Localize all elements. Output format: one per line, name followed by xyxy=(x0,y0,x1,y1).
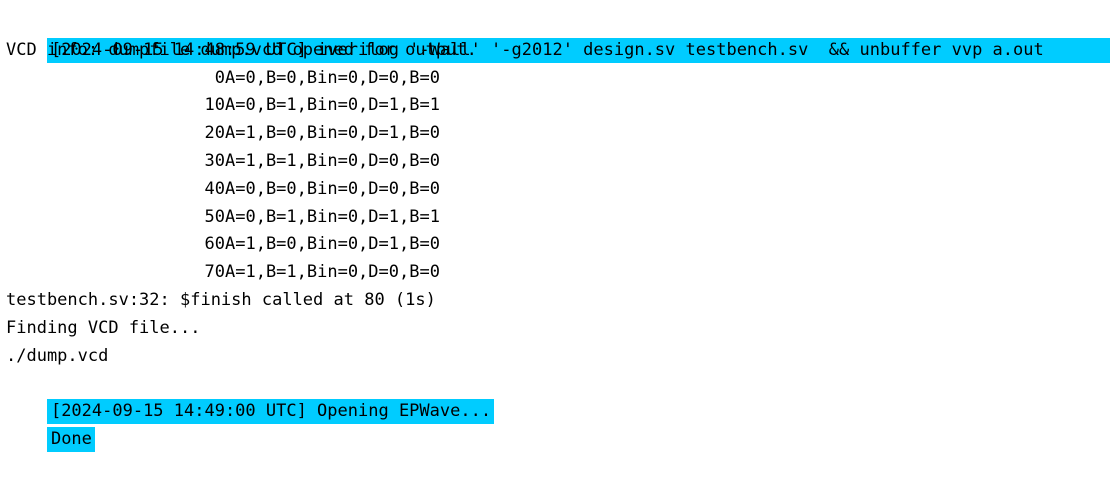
sim-output-row: 0A=0,B=0,Bin=0,D=0,B=0 xyxy=(6,65,1106,93)
done-banner: Done xyxy=(46,426,95,452)
vcd-info-line: VCD info: dumpfile dump.vcd opened for o… xyxy=(6,39,477,60)
command-banner: [2024-09-15 14:48:59 UTC] iverilog '-Wal… xyxy=(46,37,1110,63)
sim-time: 10 xyxy=(204,95,225,116)
sim-time: 40 xyxy=(204,178,225,199)
finish-line: testbench.sv:32: $finish called at 80 (1… xyxy=(6,289,436,310)
sim-values: A=1,B=1,Bin=0,D=0,B=0 xyxy=(225,150,440,171)
command-line: [2024-09-15 14:48:59 UTC] iverilog '-Wal… xyxy=(6,9,1110,63)
sim-output-row: 20A=1,B=0,Bin=0,D=1,B=0 xyxy=(6,120,1106,148)
sim-values: A=0,B=0,Bin=0,D=0,B=0 xyxy=(225,178,440,199)
sim-output-row: 40A=0,B=0,Bin=0,D=0,B=0 xyxy=(6,176,1106,204)
sim-output-row: 60A=1,B=0,Bin=0,D=1,B=0 xyxy=(6,231,1106,259)
sim-time: 50 xyxy=(204,206,225,227)
sim-values: A=1,B=0,Bin=0,D=1,B=0 xyxy=(225,234,440,255)
epwave-line: [2024-09-15 14:49:00 UTC] Opening EPWave… xyxy=(6,370,1106,425)
sim-values: A=1,B=0,Bin=0,D=1,B=0 xyxy=(225,123,440,144)
sim-values: A=0,B=1,Bin=0,D=1,B=1 xyxy=(225,206,440,227)
sim-output-row: 10A=0,B=1,Bin=0,D=1,B=1 xyxy=(6,92,1106,120)
sim-output-row: 50A=0,B=1,Bin=0,D=1,B=1 xyxy=(6,204,1106,232)
sim-output-row: 30A=1,B=1,Bin=0,D=0,B=0 xyxy=(6,148,1106,176)
sim-output-row: 70A=1,B=1,Bin=0,D=0,B=0 xyxy=(6,259,1106,287)
sim-time: 0 xyxy=(214,67,225,88)
sim-time: 70 xyxy=(204,262,225,283)
sim-time: 20 xyxy=(204,123,225,144)
sim-values: A=0,B=1,Bin=0,D=1,B=1 xyxy=(225,95,440,116)
console-output: [2024-09-15 14:48:59 UTC] iverilog '-Wal… xyxy=(6,9,1110,452)
sim-values: A=1,B=1,Bin=0,D=0,B=0 xyxy=(225,262,440,283)
sim-time: 60 xyxy=(204,234,225,255)
sim-values: A=0,B=0,Bin=0,D=0,B=0 xyxy=(225,67,440,88)
sim-time: 30 xyxy=(204,150,225,171)
finding-vcd-line: Finding VCD file... xyxy=(6,317,201,338)
vcd-path-line: ./dump.vcd xyxy=(6,345,109,366)
epwave-banner: [2024-09-15 14:49:00 UTC] Opening EPWave… xyxy=(46,399,495,425)
